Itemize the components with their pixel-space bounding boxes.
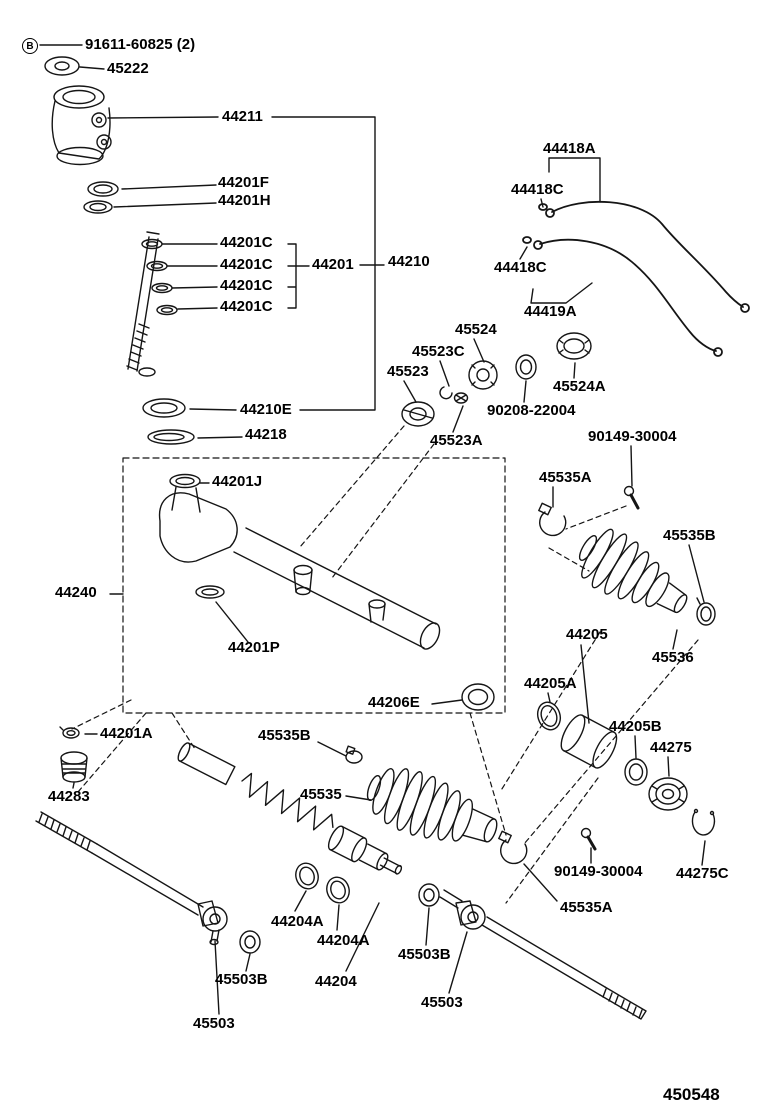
part-label-44201A: 44201A (100, 725, 153, 742)
part-label-44218: 44218 (245, 426, 287, 443)
washer-45503B-drawings (239, 883, 440, 954)
part-label-44205B: 44205B (609, 718, 662, 735)
grommet-45524-drawing (468, 360, 498, 390)
part-label-44205: 44205 (566, 626, 608, 643)
tie-rod-right-drawing (439, 889, 647, 1020)
part-label-44201: 44201 (312, 256, 354, 273)
grommet-44283-drawing (60, 751, 88, 783)
valve-shaft-44201-drawing (126, 231, 160, 377)
part-label-44201F: 44201F (218, 174, 269, 191)
part-label-45222: 45222 (107, 60, 149, 77)
part-label-44240: 44240 (55, 584, 97, 601)
part-label-90149-right: 90149-30004 (588, 428, 677, 445)
nut-45524A-drawing (556, 332, 592, 360)
oring-44204A-drawings (295, 862, 350, 904)
ring-44201H-drawing (83, 200, 113, 214)
part-label-44418C-2: 44418C (494, 259, 547, 276)
part-label-45535A-right: 45535A (539, 469, 592, 486)
part-label-44419A: 44419A (524, 303, 577, 320)
clip-44201A-drawing (59, 726, 80, 739)
part-label-45535B-left: 45535B (258, 727, 311, 744)
ring-44201J-drawing (169, 473, 201, 489)
ring-44210E-drawing (142, 398, 186, 418)
rack-end-44204-drawing (177, 742, 403, 875)
part-label-44201C-3: 44201C (220, 277, 273, 294)
part-label-44204A-2: 44204A (317, 932, 370, 949)
ref-marker-b: B (22, 38, 38, 54)
part-label-44275C: 44275C (676, 865, 729, 882)
clamp-45535A-right-drawing (538, 502, 567, 537)
part-label-44210: 44210 (388, 253, 430, 270)
part-label-90208-22004: 90208-22004 (487, 402, 576, 419)
construction-lines (71, 425, 699, 904)
housing-44211-drawing (51, 85, 112, 166)
pipes-44418-drawing (522, 200, 750, 357)
bearing-44275-drawing (648, 777, 688, 811)
bushing-45523-drawing (401, 401, 435, 427)
part-label-45503B-right: 45503B (398, 946, 451, 963)
ring-90208-drawing (515, 354, 537, 380)
part-label-45535: 45535 (300, 786, 342, 803)
part-label-45523C: 45523C (412, 343, 465, 360)
part-label-44211: 44211 (222, 108, 263, 125)
gear-assembly-box (122, 457, 506, 714)
part-label-44283: 44283 (48, 788, 90, 805)
part-label-45503-right: 45503 (421, 994, 463, 1011)
part-label-91611: 91611-60825 (2) (85, 36, 196, 53)
clamp-45535B-left-drawing (345, 745, 363, 764)
part-label-45535B-right: 45535B (663, 527, 716, 544)
part-label-44201J: 44201J (212, 473, 263, 490)
part-label-45503B-left: 45503B (215, 971, 268, 988)
part-label-44205A: 44205A (524, 675, 577, 692)
washer-45222-drawing (44, 56, 80, 76)
ring-44206E-drawing (461, 683, 495, 711)
figure-code: 450548 (663, 1085, 720, 1104)
part-label-44201H: 44201H (218, 192, 271, 209)
part-label-44210E: 44210E (240, 401, 292, 418)
bolt-90149-bottom-drawing (580, 827, 597, 851)
ring-44201F-drawing (87, 181, 119, 197)
part-label-44204: 44204 (315, 973, 357, 990)
bushing-44205-drawing (560, 714, 618, 769)
part-label-44418C-1: 44418C (511, 181, 564, 198)
part-label-44206E: 44206E (368, 694, 420, 711)
ring-45535B-right-drawing (696, 597, 716, 626)
nut-45523A-drawing (453, 392, 469, 404)
ring-44201C-drawings (141, 238, 178, 316)
boot-45536-drawing (578, 528, 688, 614)
tie-rod-left-drawing (35, 811, 228, 946)
rack-housing-44240-drawing (158, 486, 441, 650)
clip-45523C-drawing (439, 386, 453, 400)
clamp-45535A-bottom-drawing (498, 830, 528, 865)
boot-45535-drawing (366, 768, 498, 843)
part-label-44275: 44275 (650, 739, 692, 756)
part-label-44201C-4: 44201C (220, 298, 273, 315)
gasket-44218-drawing (147, 429, 195, 445)
leader-lines (39, 44, 706, 1015)
ring-44205B-drawing (624, 758, 648, 786)
bolt-90149-right-drawing (623, 485, 640, 510)
part-label-45523: 45523 (387, 363, 429, 380)
part-label-45536: 45536 (652, 649, 694, 666)
part-label-90149-bottom: 90149-30004 (554, 863, 643, 880)
part-label-44201C-1: 44201C (220, 234, 273, 251)
oring-44205A-drawing (536, 701, 562, 731)
part-label-45535A-bottom: 45535A (560, 899, 613, 916)
part-label-45524A: 45524A (553, 378, 606, 395)
part-label-44418A: 44418A (543, 140, 596, 157)
part-label-45503-left: 45503 (193, 1015, 235, 1032)
part-label-44201C-2: 44201C (220, 256, 273, 273)
snap-ring-44275C-drawing (691, 808, 716, 836)
part-label-45524: 45524 (455, 321, 497, 338)
part-label-44204A-1: 44204A (271, 913, 324, 930)
ring-44201P-drawing (195, 585, 225, 599)
part-label-44201P: 44201P (228, 639, 280, 656)
part-label-45523A: 45523A (430, 432, 483, 449)
